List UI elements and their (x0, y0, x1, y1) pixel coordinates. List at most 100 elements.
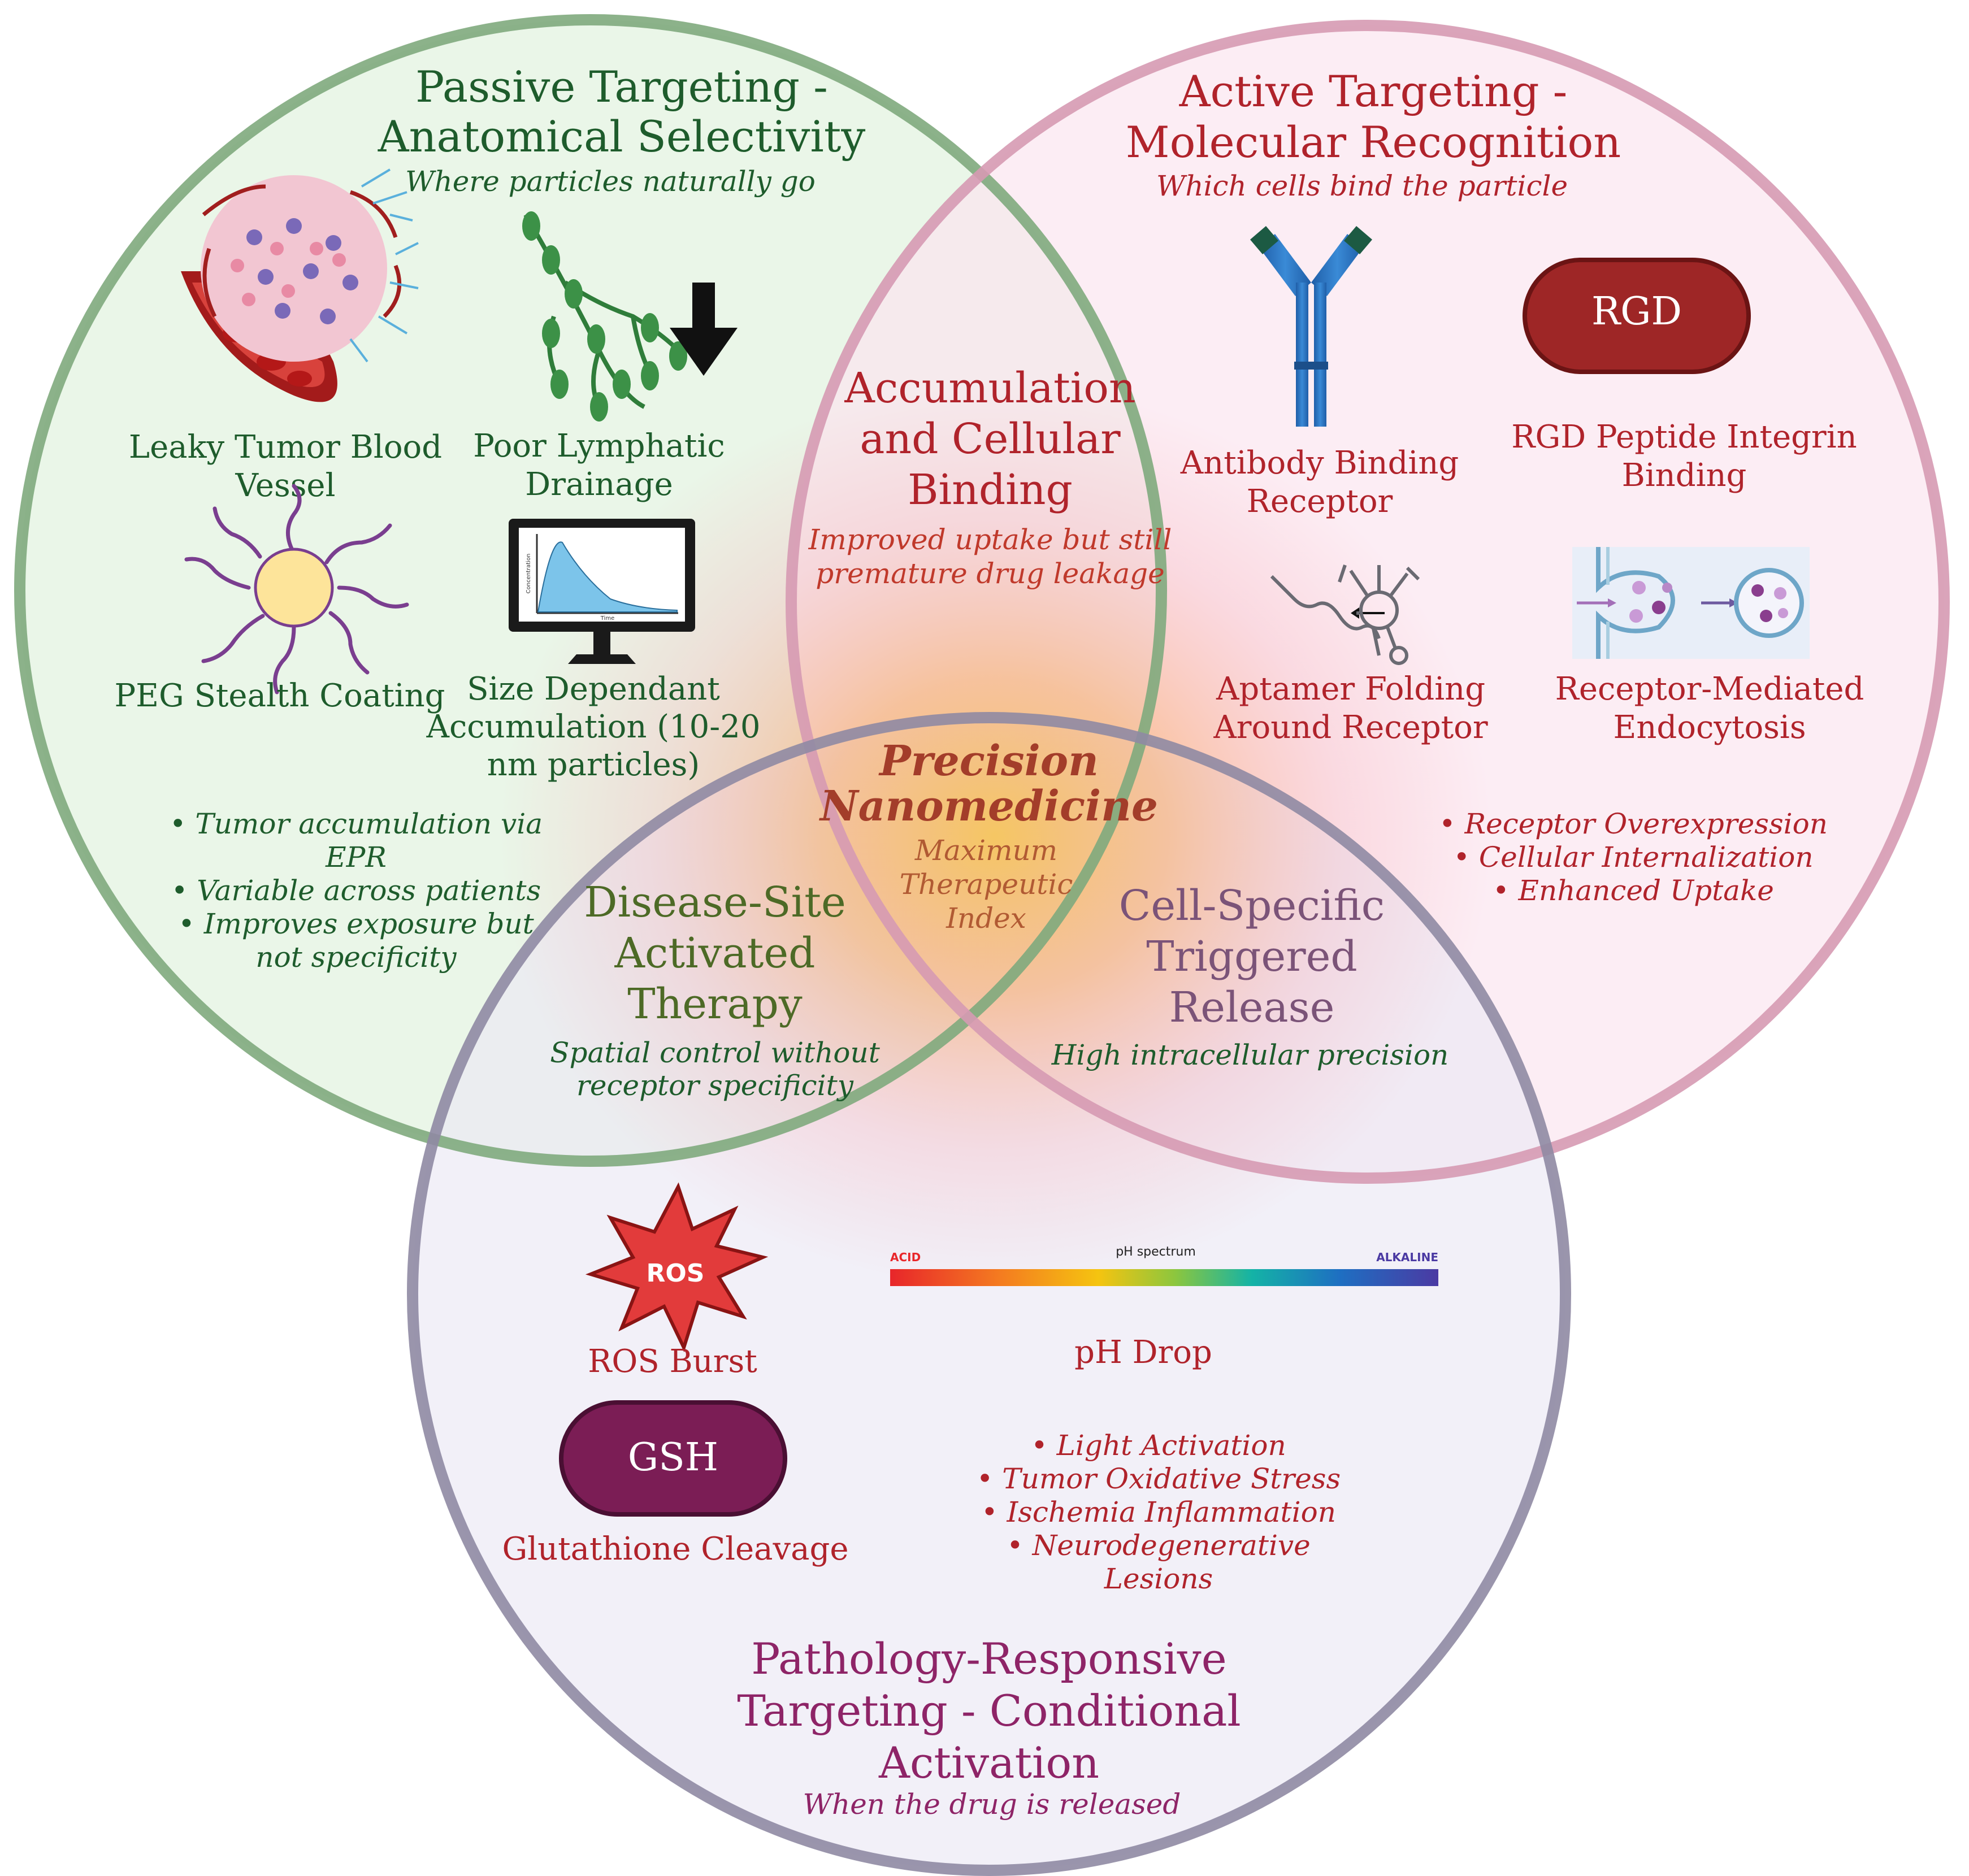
active-subtitle: Which cells bind the particle (1156, 170, 1568, 202)
overlap-pp-line1: Disease-Site (584, 878, 846, 927)
passive-title-line1: Passive Targeting - (415, 62, 828, 112)
rgd-pill (1523, 258, 1751, 374)
active-bullets: • Receptor Overexpression • Cellular Int… (1439, 807, 1828, 907)
bullet-text: Tumor accumulation via (195, 807, 543, 840)
aptamer-label-line2: Around Receptor (1213, 709, 1488, 746)
gsh-pill (559, 1400, 787, 1517)
peg-coating-icon (184, 484, 409, 694)
lymphatic-icon (522, 211, 687, 422)
ros-burst-icon: ROS (585, 1182, 769, 1353)
monitor-chart-icon: Concentration Time (509, 519, 695, 664)
overlap-ap-sub: High intracellular precision (1051, 1039, 1449, 1071)
passive-bullet-3-line2: not specificity (255, 941, 457, 974)
passive-bullet-3-line1: • Improves exposure but (178, 907, 534, 940)
rgd-label-line1: RGD Peptide Integrin (1511, 419, 1857, 455)
bullet-text: Variable across patients (197, 874, 541, 907)
ros-badge-text: ROS (647, 1259, 705, 1288)
pathology-subtitle: When the drug is released (803, 1788, 1181, 1821)
lymphatic-label-line1: Poor Lymphatic (473, 428, 725, 464)
overlap-pp-sub-line1: Spatial control without (550, 1036, 881, 1069)
overlap-pp-line2: Activated (614, 929, 815, 978)
monitor-x-label: Time (600, 615, 614, 622)
center-sub-line2: Therapeutic (900, 868, 1073, 901)
center-title-line2: Nanomedicine (819, 782, 1158, 831)
passive-bullet-1-line1: • Tumor accumulation via (170, 807, 543, 840)
active-circle-ring (786, 20, 1950, 1184)
peg-coating-label: PEG Stealth Coating (114, 678, 445, 714)
pathology-title-line2: Targeting - Conditional (737, 1686, 1241, 1736)
pathology-circle-ring (407, 712, 1571, 1876)
monitor-y-label: Concentration (526, 554, 532, 594)
endocytosis-label-line1: Receptor-Mediated (1555, 671, 1864, 707)
leaky-vessel-icon (181, 168, 419, 402)
passive-circle-ring (14, 14, 1167, 1167)
passive-bullet-1-line2: EPR (325, 841, 387, 874)
overlap-pa-line2: and Cellular (860, 415, 1121, 463)
bullet-dot: • (170, 807, 195, 840)
overlap-pp-sub-line2: receptor specificity (576, 1069, 854, 1102)
ph-drop-label: pH Drop (1074, 1334, 1212, 1371)
bullet-text: Neurodegenerative (1032, 1529, 1311, 1562)
passive-subtitle: Where particles naturally go (405, 165, 816, 198)
overlap-pa-sub-line2: premature drug leakage (816, 557, 1165, 590)
pathology-bullet-2: • Tumor Oxidative Stress (977, 1462, 1341, 1495)
overlap-ap-line2: Triggered (1146, 932, 1357, 981)
rgd-pill-text: RGD (1591, 289, 1682, 334)
overlap-pa-line1: Accumulation (844, 364, 1135, 412)
center-sub-line1: Maximum (914, 834, 1057, 867)
gsh-label: Glutathione Cleavage (502, 1531, 848, 1567)
bullet-text: Enhanced Uptake (1518, 874, 1774, 907)
active-title-line1: Active Targeting - (1179, 66, 1568, 116)
pathology-title-line1: Pathology-Responsive (751, 1634, 1226, 1684)
endocytosis-label-line2: Endocytosis (1613, 709, 1806, 746)
antibody-label-line1: Antibody Binding (1180, 445, 1459, 481)
bullet-dot: • (171, 874, 197, 907)
overlap-pp-line3: Therapy (627, 980, 803, 1028)
rgd-label-line2: Binding (1622, 457, 1747, 494)
pathology-bullet-4-line1: • Neurodegenerative (1007, 1529, 1311, 1562)
ph-acid-label: ACID (890, 1250, 921, 1264)
bullet-dot: • (981, 1496, 1007, 1528)
bullet-dot: • (1453, 841, 1478, 874)
bullet-text: Cellular Internalization (1479, 841, 1814, 874)
passive-bullets: • Tumor accumulation via EPR • Variable … (170, 807, 543, 974)
bullet-text: Tumor Oxidative Stress (1002, 1462, 1341, 1495)
lymphatic-label-line2: Drainage (525, 466, 673, 503)
leaky-vessel-label-line2: Vessel (235, 467, 336, 504)
antibody-icon (1250, 226, 1372, 427)
bullet-dot: • (977, 1462, 1002, 1495)
aptamer-label-line1: Aptamer Folding (1216, 671, 1485, 707)
active-bullet-1: • Receptor Overexpression (1439, 807, 1828, 840)
overlap-ap-line1: Cell-Specific (1119, 881, 1385, 930)
gsh-pill-text: GSH (628, 1435, 718, 1480)
pathology-bullet-4-line2: Lesions (1104, 1562, 1213, 1595)
bullet-text: Light Activation (1056, 1429, 1286, 1462)
center-sub-line3: Index (946, 902, 1026, 935)
bullet-dot: • (1439, 807, 1464, 840)
ros-burst-label: ROS Burst (588, 1343, 757, 1380)
passive-title-line2: Anatomical Selectivity (378, 111, 866, 162)
bullet-dot: • (1493, 874, 1518, 907)
bullet-text: Improves exposure but (203, 907, 535, 940)
down-arrow-icon (670, 283, 738, 376)
endocytosis-icon (1572, 547, 1810, 659)
size-label-line1: Size Dependant (467, 671, 720, 707)
center-title-line1: Precision (878, 737, 1099, 785)
active-bullet-3: • Enhanced Uptake (1493, 874, 1774, 907)
overlap-pa-sub-line1: Improved uptake but still (808, 523, 1172, 556)
active-bullet-2: • Cellular Internalization (1453, 841, 1813, 874)
overlap-ap-line3: Release (1169, 983, 1335, 1032)
bullet-text: Receptor Overexpression (1464, 807, 1827, 840)
center-glow (497, 384, 1492, 1288)
bullet-dot: • (178, 907, 203, 940)
size-label-line2: Accumulation (10-20 (426, 709, 761, 745)
bullet-dot: • (1031, 1429, 1056, 1462)
ph-spectrum-bar: ACID pH spectrum ALKALINE (890, 1245, 1438, 1286)
bullet-dot: • (1007, 1529, 1032, 1562)
pathology-bullet-3: • Ischemia Inflammation (981, 1496, 1336, 1528)
active-title-line2: Molecular Recognition (1126, 117, 1621, 167)
pathology-bullets: • Light Activation • Tumor Oxidative Str… (977, 1429, 1341, 1595)
antibody-label-line2: Receptor (1247, 483, 1393, 520)
passive-bullet-2: • Variable across patients (171, 874, 541, 907)
